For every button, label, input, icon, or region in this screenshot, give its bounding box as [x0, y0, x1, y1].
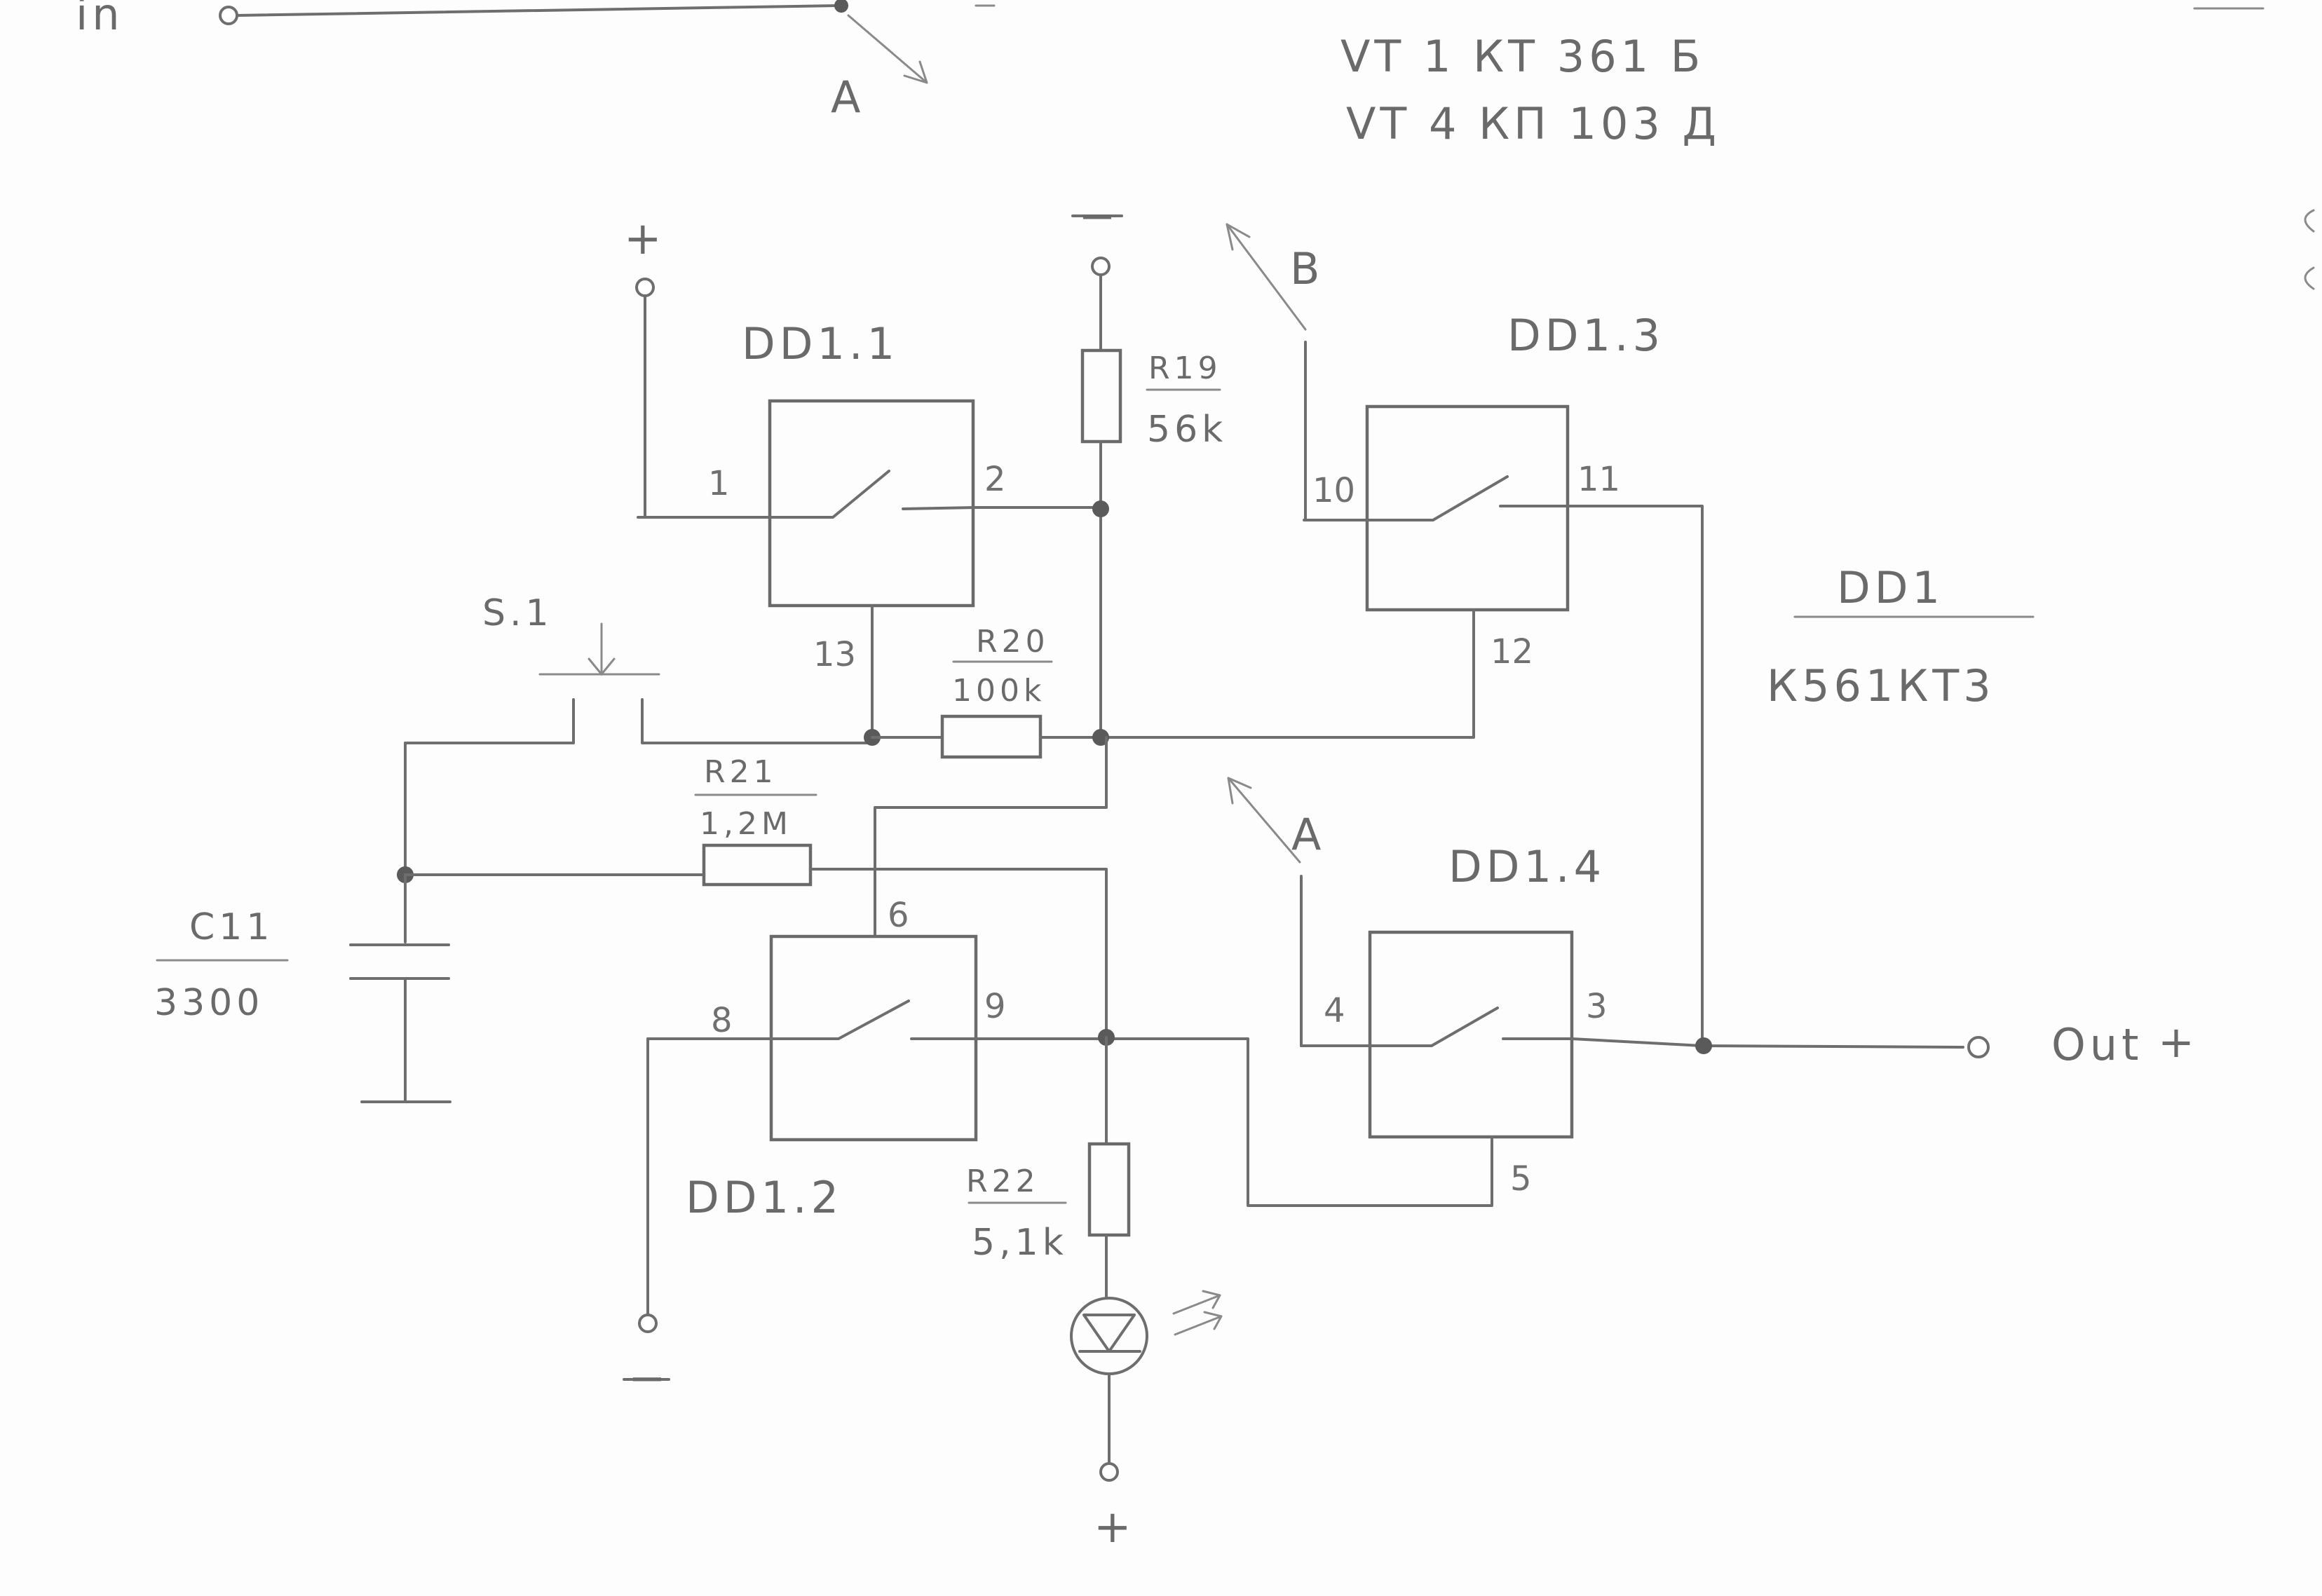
r21-ref: R21	[704, 754, 778, 790]
edge-fragment-icon	[2304, 209, 2315, 290]
pin-dd1-3-out: 11	[1577, 460, 1620, 499]
part-vt1: VT 1 КТ 361 Б	[1340, 31, 1704, 82]
plus-top-terminal	[635, 278, 655, 297]
plus-bottom-terminal	[1099, 1462, 1119, 1482]
switch-dd1-1-name: DD1.1	[742, 318, 899, 369]
resistor-r19	[1080, 348, 1122, 444]
signal-b-label: B	[1290, 243, 1324, 294]
out-plus-sign: +	[2158, 1016, 2199, 1068]
capacitor-c11-icon	[349, 943, 450, 980]
switch-dd1-3-box	[1365, 404, 1570, 612]
plus-bottom-sign: +	[1094, 1501, 1132, 1553]
c11-ground-icon	[360, 977, 452, 1103]
part-vt4: VT 4 КП 103 Д	[1346, 98, 1720, 149]
wire-node-to-dd1-2-ctrl	[874, 736, 1108, 938]
pin-dd1-2-ctrl: 6	[888, 896, 909, 935]
r20-ref: R20	[976, 624, 1050, 660]
r21-value: 1,2M	[700, 806, 792, 842]
r20-value: 100k	[952, 673, 1045, 709]
switch-dd1-1-box	[768, 399, 975, 608]
switch-dd1-4-contact-icon	[1300, 1007, 1573, 1047]
pin-dd1-4-ctrl: 5	[1510, 1159, 1532, 1199]
node-out	[1695, 1037, 1712, 1054]
minus-bottom-sign: −	[628, 1353, 666, 1405]
r19-value: 56k	[1147, 409, 1227, 451]
pin-dd1-1-out: 2	[984, 460, 1006, 499]
pin-dd1-3-ctrl: 12	[1491, 632, 1533, 671]
button-s1-icon[interactable]	[538, 622, 660, 676]
led-light-rays-icon	[1172, 1290, 1223, 1336]
wire-r21-to-dd1-2-out	[809, 868, 1108, 1040]
node-dd1-1-out	[1092, 500, 1109, 517]
c11-ref: C11	[189, 906, 273, 948]
chip-type: К561КТ3	[1767, 660, 1995, 711]
wire-r20-to-dd1-3-ctrl	[1039, 608, 1475, 739]
pin-dd1-2-in: 8	[711, 1001, 733, 1040]
chip-name: DD1	[1837, 562, 1944, 613]
led-body-icon	[1070, 1297, 1148, 1375]
arrow-a-top-icon	[847, 14, 928, 84]
switch-dd1-3-name: DD1.3	[1507, 310, 1664, 361]
arrow-a-top-label: A	[831, 71, 864, 123]
wire-dd1-2-out-to-dd1-4-ctrl	[975, 1037, 1493, 1207]
minus-top-terminal	[1091, 257, 1111, 276]
switch-dd1-2-contact-icon	[646, 1000, 977, 1040]
switch-dd1-4-name: DD1.4	[1448, 841, 1605, 892]
out-label: Out	[2051, 1019, 2143, 1070]
c11-value: 3300	[154, 982, 264, 1024]
input-wire	[236, 4, 839, 17]
s1-ref: S.1	[482, 592, 553, 634]
plus-top-sign: +	[624, 213, 662, 265]
r22-ref: R22	[966, 1164, 1040, 1199]
minus-top-sign: −	[1078, 191, 1116, 243]
minus-bottom-terminal	[638, 1314, 658, 1333]
switch-dd1-1-contact-icon	[637, 470, 977, 519]
top-edge-wire-stubs	[975, 4, 2265, 10]
pin-dd1-2-out: 9	[984, 987, 1006, 1026]
pin-dd1-4-out: 3	[1586, 987, 1608, 1026]
input-junction	[834, 0, 848, 13]
input-terminal	[219, 6, 238, 25]
resistor-r20	[940, 714, 1043, 759]
arrow-b-icon	[1226, 223, 1307, 331]
switch-dd1-3-contact-icon	[1303, 475, 1635, 521]
wire-dd1-4-out	[1570, 1037, 1964, 1049]
signal-a-label: A	[1291, 809, 1325, 860]
r19-ref: R19	[1148, 350, 1222, 386]
pin-dd1-1-in: 1	[708, 464, 730, 503]
out-terminal[interactable]	[1967, 1036, 1990, 1058]
led-diode-icon	[1078, 1314, 1141, 1353]
wire-dd1-3-out-bus	[1632, 505, 1704, 1047]
input-label: in	[76, 0, 124, 40]
r22-value: 5,1k	[972, 1222, 1068, 1264]
resistor-r21	[702, 843, 813, 887]
switch-dd1-4-box	[1368, 930, 1574, 1139]
resistor-r22	[1087, 1142, 1131, 1237]
pin-dd1-4-in: 4	[1324, 991, 1345, 1030]
arrow-a-icon	[1227, 777, 1301, 864]
pin-dd1-3-in: 10	[1312, 471, 1355, 510]
pin-dd1-1-ctrl: 13	[813, 635, 856, 674]
switch-dd1-2-name: DD1.2	[686, 1172, 843, 1223]
wire-s1	[404, 698, 874, 744]
